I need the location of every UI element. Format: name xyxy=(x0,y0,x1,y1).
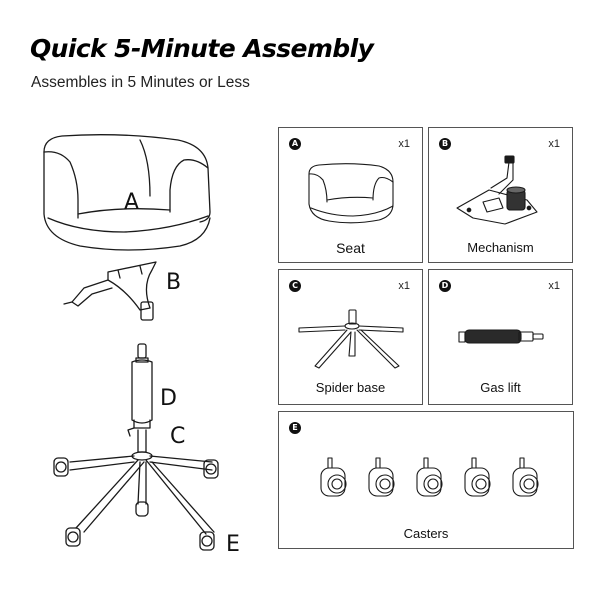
part-badge-d: D xyxy=(439,280,451,292)
gas-lift-illustration xyxy=(131,343,153,429)
part-qty-d: x1 xyxy=(548,280,560,292)
spider-base-icon xyxy=(298,309,404,369)
assembly-label-c: C xyxy=(170,424,186,449)
part-name-seat: Seat xyxy=(336,240,365,256)
assembly-label-d: D xyxy=(160,386,177,411)
part-panel-spider-base: C x1 Spider base xyxy=(278,269,423,405)
assembly-label-b: B xyxy=(166,270,182,295)
page-title: Quick 5-Minute Assembly xyxy=(30,34,374,63)
part-qty-c: x1 xyxy=(398,280,410,292)
part-badge-a: A xyxy=(289,138,301,150)
part-qty-a: x1 xyxy=(398,138,410,150)
part-panel-seat: A x1 Seat xyxy=(278,127,423,263)
assembly-label-a: A xyxy=(124,190,140,215)
seat-illustration xyxy=(43,134,211,251)
part-name-casters: Casters xyxy=(403,526,449,541)
part-badge-e: E xyxy=(289,422,301,434)
spider-base-illustration xyxy=(69,427,215,535)
part-name-spider-base: Spider base xyxy=(315,380,386,395)
part-badge-c: C xyxy=(289,280,301,292)
mechanism-illustration xyxy=(63,261,157,321)
assembly-label-e: E xyxy=(226,532,240,557)
casters-icon xyxy=(320,457,539,497)
part-qty-b: x1 xyxy=(548,138,560,150)
gas-lift-icon xyxy=(458,329,544,344)
page-subtitle: Assembles in 5 Minutes or Less xyxy=(31,74,250,91)
part-name-mechanism: Mechanism xyxy=(467,240,534,255)
part-panel-casters: E xyxy=(278,411,574,549)
casters-illustration xyxy=(53,457,219,551)
part-panel-gas-lift: D x1 Gas lift xyxy=(428,269,573,405)
mechanism-icon xyxy=(456,155,538,225)
part-name-gas-lift: Gas lift xyxy=(480,380,521,395)
seat-icon xyxy=(308,163,394,224)
part-panel-mechanism: B x1 Mechanism xyxy=(428,127,573,263)
part-badge-b: B xyxy=(439,138,451,150)
